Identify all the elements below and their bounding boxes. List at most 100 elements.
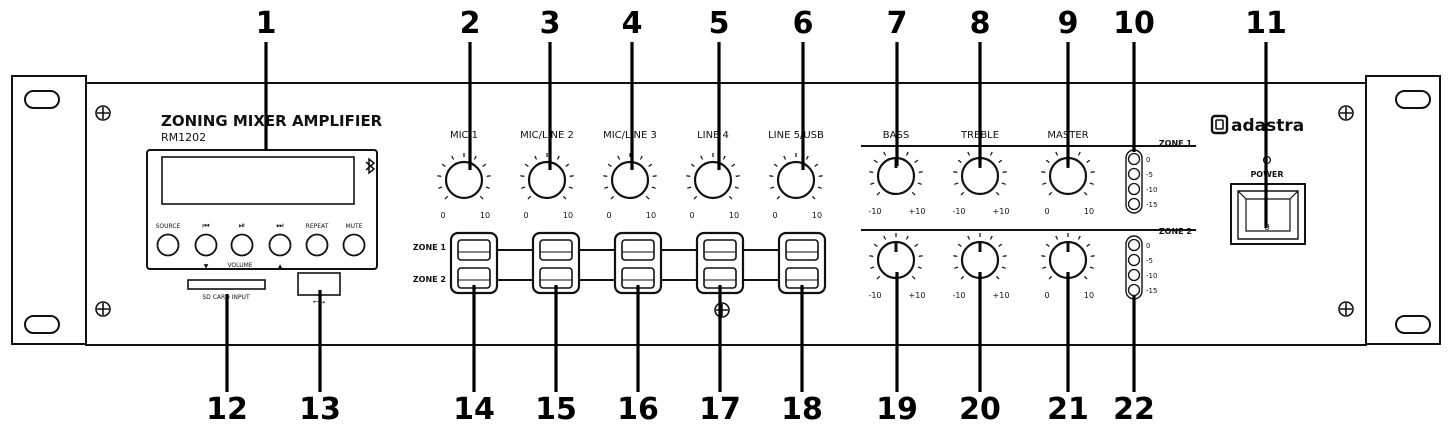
zone2-level-meter: 0 -5 -10 -15: [1125, 235, 1157, 300]
brand-logo-mark: [1210, 114, 1229, 135]
sd-card-slot[interactable]: [187, 279, 266, 290]
knob-max-label: 10: [812, 211, 822, 220]
zone1-assign-button[interactable]: [539, 239, 573, 261]
zone1-assign-button[interactable]: [785, 239, 819, 261]
left-rack-ear: [11, 75, 87, 345]
meter-mark: 0: [1146, 242, 1150, 250]
callout-19: 19: [876, 392, 918, 424]
power-switch[interactable]: [1237, 190, 1299, 240]
callout-17: 17: [699, 392, 741, 424]
zone1-assign-button[interactable]: [703, 239, 737, 261]
display-button-row: SOURCE ⏮ ⏯ ⏭ REPEAT MUTE: [156, 221, 366, 257]
channel-5-volume-knob[interactable]: 0 10: [769, 153, 823, 220]
display-module: [146, 149, 378, 270]
meter-mark: -15: [1146, 287, 1157, 295]
screw-icon: [1338, 105, 1354, 121]
callout-9: 9: [1058, 6, 1079, 41]
channel-label-4: LINE 4: [697, 130, 729, 141]
zone-select-button-pair-4: [695, 231, 745, 295]
channel-volume-knobs: MIC 1 0 10 MIC/LINE 2 0 10 MIC/LINE 3 0 10 LINE 4…: [437, 130, 824, 220]
display-button-5[interactable]: MUTE: [342, 223, 366, 257]
display-button-1[interactable]: ⏮: [194, 221, 218, 257]
zone1-level-meter: 0 -5 -10 -15: [1125, 149, 1157, 214]
left-bottom-mount-slot: [24, 315, 60, 334]
callout-16: 16: [617, 392, 659, 424]
knob-max-label: 10: [729, 211, 739, 220]
screw-icon: [95, 301, 111, 317]
zone1-label: ZONE 1: [1159, 139, 1193, 148]
volume-up-icon: ▲: [278, 263, 283, 270]
knob-min-label: 0: [772, 211, 777, 220]
channel-label-3: MIC/LINE 3: [603, 130, 657, 141]
meter-mark: -10: [1146, 272, 1157, 280]
knob-max-label: 10: [1084, 207, 1094, 216]
callout-13: 13: [299, 392, 341, 424]
meter-led: [1127, 197, 1141, 211]
volume-down-icon: ▼: [204, 263, 209, 270]
display-button-label: ⏭: [276, 221, 283, 230]
meter-led: [1127, 167, 1141, 181]
meter-led: [1127, 268, 1141, 282]
display-button-label: ⏯: [239, 221, 245, 230]
channel-label-2: MIC/LINE 2: [520, 130, 574, 141]
screws: [95, 105, 1354, 318]
meter-mark: -10: [1146, 186, 1157, 194]
zone-select-button-pair-3: [613, 231, 663, 295]
display-button-label: SOURCE: [156, 223, 181, 230]
channel-label-1: MIC 1: [450, 130, 478, 141]
display-button-2[interactable]: ⏯: [230, 221, 254, 257]
knob-min-label: 0: [606, 211, 611, 220]
display-button-3[interactable]: ⏭: [268, 221, 292, 257]
display-button-4[interactable]: REPEAT: [305, 223, 329, 257]
brand-logo: adastra: [1210, 114, 1304, 136]
knob-max-label: 10: [480, 211, 490, 220]
zone-select-buttons: [449, 231, 827, 295]
zone-select-label-1: ZONE 1: [413, 243, 447, 252]
callout-15: 15: [535, 392, 577, 424]
meter-led: [1127, 152, 1141, 166]
callout-1: 1: [256, 6, 277, 41]
knob-max-label: 10: [563, 211, 573, 220]
callout-5: 5: [709, 6, 730, 41]
volume-label: VOLUME: [227, 262, 252, 269]
right-rack-ear: [1365, 75, 1441, 345]
screw-icon: [1338, 301, 1354, 317]
level-meters: 0 -5 -10 -15 0 -5 -10 -15: [1125, 149, 1157, 300]
zone-select-button-pair-5: [777, 231, 827, 295]
display-button-label: ⏮: [202, 221, 209, 230]
meter-mark: 0: [1146, 156, 1150, 164]
callout-6: 6: [793, 6, 814, 41]
meter-led: [1127, 253, 1141, 267]
zone1-assign-button[interactable]: [457, 239, 491, 261]
meter-led: [1127, 283, 1141, 297]
channel-1-volume-knob[interactable]: 0 10: [437, 153, 491, 220]
zone1-assign-button[interactable]: [621, 239, 655, 261]
zone1-bass-knob[interactable]: -10+10: [868, 149, 925, 216]
zone2-label: ZONE 2: [1159, 227, 1192, 236]
knob-min-label: 0: [1044, 207, 1049, 216]
knob-min-label: 0: [440, 211, 445, 220]
product-title: ZONING MIXER AMPLIFIER: [161, 112, 383, 130]
meter-mark: -5: [1146, 171, 1153, 179]
knob-max-label: +10: [993, 291, 1010, 300]
display-button-0[interactable]: SOURCE: [156, 223, 181, 257]
knob-min-label: 0: [1044, 291, 1049, 300]
meter-mark: -15: [1146, 201, 1157, 209]
meter-mark: -5: [1146, 257, 1153, 265]
channel-3-volume-knob[interactable]: 0 10: [603, 153, 657, 220]
callout-8: 8: [970, 6, 991, 41]
right-bottom-mount-slot: [1395, 315, 1431, 334]
channel-label-5: LINE 5/USB: [768, 130, 824, 141]
callout-20: 20: [959, 392, 1001, 424]
main-faceplate: [85, 82, 1367, 346]
callout-2: 2: [460, 6, 481, 41]
knob-max-label: 10: [646, 211, 656, 220]
callout-14: 14: [453, 392, 495, 424]
display-button-label: REPEAT: [306, 223, 329, 230]
right-top-mount-slot: [1395, 90, 1431, 109]
callout-22: 22: [1113, 392, 1155, 424]
